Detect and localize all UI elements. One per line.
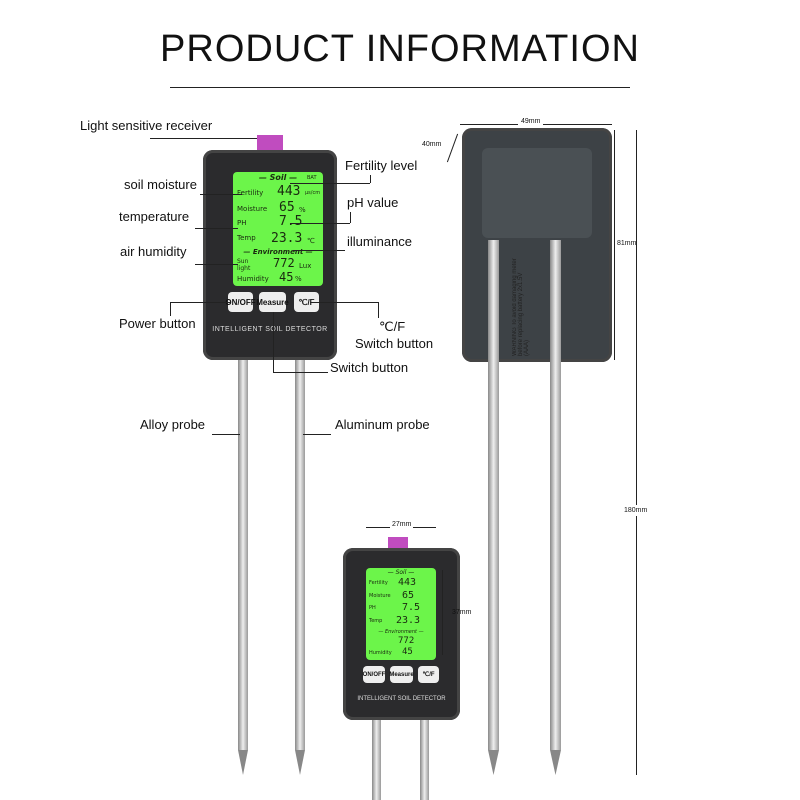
dim-depth: 40mm	[422, 141, 442, 148]
moisture-label: Moisture	[237, 205, 268, 213]
sunlight-value: 772	[273, 256, 295, 270]
dim-total-length: 180mm	[624, 505, 648, 516]
small-on-off-button[interactable]: ON/OFF	[363, 666, 385, 683]
small-unit-button[interactable]: ℃/F	[418, 666, 439, 683]
sunlight-label: Sun light	[237, 258, 251, 272]
dim-screen-height: 37mm	[452, 609, 472, 616]
small-measure-button[interactable]: Measure	[389, 666, 414, 683]
probe-tip	[550, 750, 561, 775]
label-soil-moisture: soil moisture	[124, 177, 197, 192]
dim-width: 49mm	[518, 118, 544, 125]
moisture-value: 65	[402, 590, 415, 601]
label-switch-button: Switch button	[330, 360, 409, 375]
fertility-label: Fertility	[369, 580, 388, 586]
soil-heading: — Soil —	[387, 569, 415, 576]
label-ph-value: pH value	[347, 195, 399, 210]
small-brand-text: INTELLIGENT SOIL DETECTOR	[357, 696, 446, 702]
label-cf: ℃/F	[379, 319, 406, 334]
unit-switch-button[interactable]: ℃/F	[294, 292, 319, 312]
page-title: PRODUCT INFORMATION	[160, 28, 640, 70]
battery-warning: WARNING To avoid damaging meter before r…	[512, 258, 530, 356]
back-device: WARNING To avoid damaging meter before r…	[462, 128, 612, 362]
soil-heading: — Soil —	[258, 173, 298, 182]
fertility-unit: μs/cm	[305, 190, 321, 196]
label-light-receiver: Light sensitive receiver	[80, 118, 213, 133]
fertility-value: 443	[277, 184, 301, 199]
ph-label: PH	[369, 605, 376, 611]
temp-unit: ℃	[307, 237, 315, 245]
label-air-humidity: air humidity	[120, 244, 187, 259]
humidity-label: Humidity	[237, 275, 269, 283]
temp-label: Temp	[369, 618, 383, 624]
fertility-value: 443	[398, 577, 417, 588]
small-probe	[420, 715, 429, 800]
dim-height: 81mm	[617, 240, 637, 247]
alloy-probe	[238, 355, 248, 750]
lcd-screen: — Soil — BAT Fertility 443 μs/cm Moistur…	[233, 172, 323, 286]
probe-holder	[482, 148, 592, 238]
ph-value: 7.5	[279, 214, 303, 229]
small-lcd-screen: — Soil — Fertility 443 Moisture 65 PH 7.…	[366, 568, 436, 660]
label-aluminum-probe: Aluminum probe	[335, 417, 430, 432]
aluminum-probe	[295, 355, 305, 750]
moisture-unit: %	[299, 206, 306, 214]
label-fertility-level: Fertility level	[345, 158, 418, 173]
main-device: — Soil — BAT Fertility 443 μs/cm Moistur…	[203, 150, 337, 360]
back-probe-left-front	[488, 240, 499, 362]
dim-small-width: 27mm	[390, 521, 414, 528]
label-illuminance: illuminance	[347, 234, 413, 249]
humidity-value: 45	[402, 647, 413, 657]
label-temperature: temperature	[119, 209, 190, 224]
humidity-label: Humidity	[369, 650, 392, 656]
sunlight-unit: Lux	[299, 262, 312, 270]
probe-tip	[238, 750, 248, 775]
brand-text: INTELLIGENT SOIL DETECTOR	[212, 326, 328, 333]
sunlight-value: 772	[398, 636, 415, 646]
back-probe-left	[488, 230, 499, 750]
temp-value: 23.3	[396, 615, 421, 626]
fertility-label: Fertility	[237, 189, 264, 197]
environment-heading: — Environment —	[243, 248, 313, 256]
label-power-button: Power button	[119, 316, 196, 331]
small-probe	[372, 715, 381, 800]
back-probe-right-front	[550, 240, 561, 362]
probe-tip	[295, 750, 305, 775]
temp-label: Temp	[237, 234, 256, 242]
environment-heading: — Environment —	[378, 629, 424, 635]
title-underline	[170, 87, 630, 88]
battery-indicator: BAT	[307, 175, 317, 181]
temp-value: 23.3	[271, 231, 303, 246]
moisture-label: Moisture	[369, 593, 391, 599]
measure-button[interactable]: Measure	[256, 292, 289, 312]
moisture-value: 65	[279, 200, 295, 215]
ph-value: 7.5	[402, 602, 421, 613]
humidity-value: 45	[279, 270, 294, 284]
humidity-unit: %	[295, 275, 302, 283]
back-probe-right	[550, 230, 561, 750]
small-device: — Soil — Fertility 443 Moisture 65 PH 7.…	[343, 548, 460, 720]
probe-tip	[488, 750, 499, 775]
on-off-button[interactable]: ON/OFF	[225, 292, 256, 312]
ph-label: PH	[237, 219, 247, 227]
label-alloy-probe: Alloy probe	[140, 417, 206, 432]
label-cf-switch: Switch button	[355, 336, 434, 351]
